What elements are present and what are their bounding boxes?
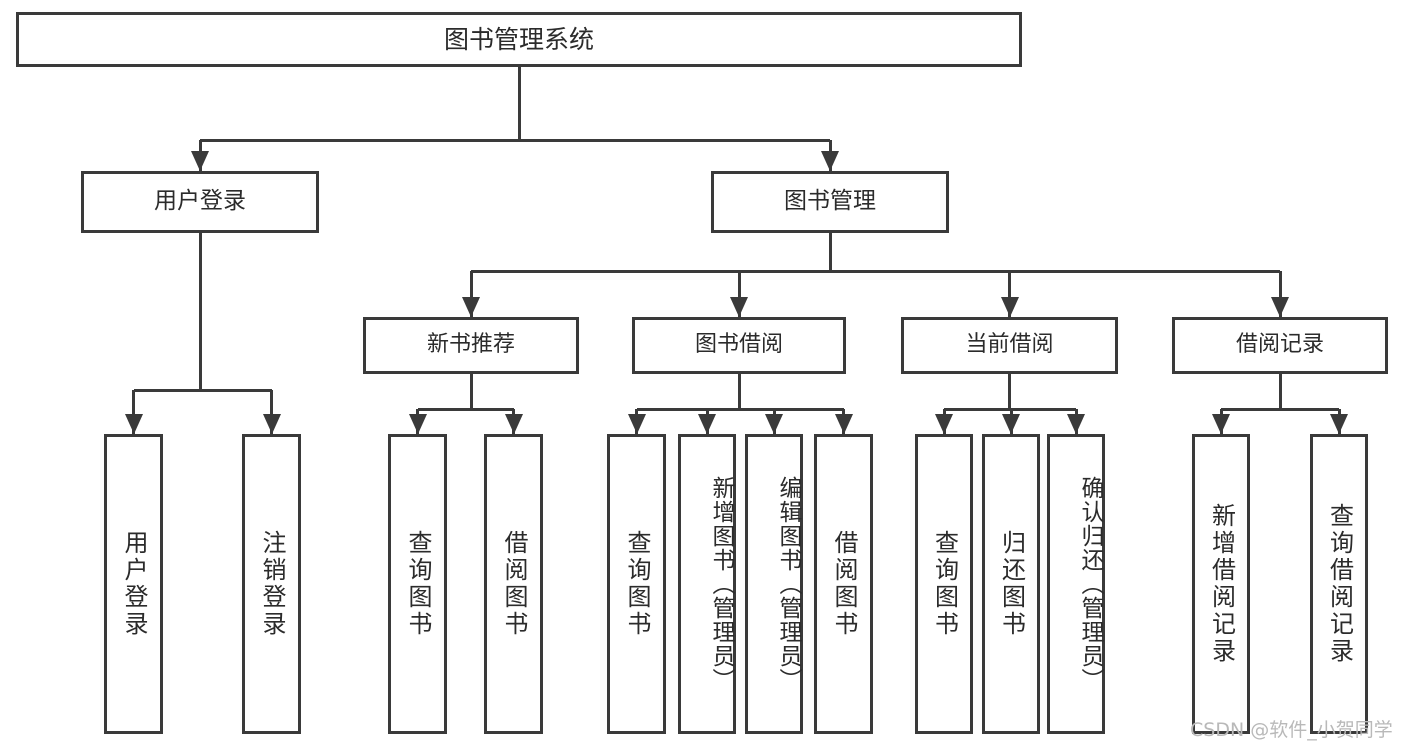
node-leaf-5[interactable]: 新增图书（管理员） — [678, 434, 736, 734]
node-label: 查询图书 — [622, 530, 651, 638]
node-leaf-8[interactable]: 查询图书 — [915, 434, 973, 734]
node-label: 新增图书（管理员） — [708, 476, 734, 692]
connector-图书管理-stem — [828, 233, 832, 271]
node-label: 借阅图书 — [499, 530, 528, 638]
connector-图书管理-to-level3-0 — [469, 271, 473, 317]
node-label: 借阅记录 — [1235, 332, 1324, 358]
connector-图书管理-to-level3-1 — [737, 271, 741, 317]
arrow-head-icon-用户登录-leaf-1 — [262, 414, 281, 434]
node-label: 新增借阅记录 — [1207, 503, 1236, 665]
arrow-head-icon-借阅记录-leaf-0 — [1212, 414, 1230, 434]
node-label: 查询借阅记录 — [1325, 503, 1354, 665]
connector-用户登录-to-leaf-1 — [270, 390, 273, 434]
arrow-head-icon-借阅记录-leaf-1 — [1330, 414, 1348, 434]
node-leaf-11[interactable]: 新增借阅记录 — [1192, 434, 1250, 734]
node-label: 查询图书 — [930, 530, 959, 638]
node-leaf-4[interactable]: 查询图书 — [607, 434, 666, 734]
node-label: 图书借阅 — [694, 332, 783, 358]
arrow-head-icon-level2-0 — [191, 151, 209, 171]
arrow-head-icon-当前借阅-leaf-2 — [1067, 414, 1085, 434]
node-root-图书管理系统[interactable]: 图书管理系统 — [16, 12, 1022, 67]
node-label: 注销登录 — [257, 530, 286, 638]
connector-新书推荐-bus — [417, 407, 514, 411]
node-level3-1[interactable]: 图书借阅 — [632, 317, 846, 374]
node-leaf-10[interactable]: 确认归还（管理员） — [1047, 434, 1105, 734]
connector-用户登录-to-leaf-0 — [132, 390, 135, 434]
node-label: 新书推荐 — [426, 332, 515, 358]
arrow-head-icon-当前借阅-leaf-1 — [1002, 414, 1020, 434]
arrow-head-icon-图书借阅-leaf-0 — [627, 414, 646, 434]
node-leaf-7[interactable]: 借阅图书 — [814, 434, 873, 734]
node-label: 查询图书 — [403, 530, 432, 638]
connector-借阅记录-bus — [1221, 407, 1339, 411]
csdn-watermark: CSDN @软件_小贺同学 — [1190, 719, 1393, 741]
arrow-head-icon-图书借阅-leaf-3 — [834, 414, 853, 434]
node-leaf-2[interactable]: 查询图书 — [388, 434, 447, 734]
node-level3-0[interactable]: 新书推荐 — [363, 317, 579, 374]
node-label: 图书管理系统 — [443, 24, 594, 54]
node-leaf-9[interactable]: 归还图书 — [982, 434, 1040, 734]
connector-root-stem — [517, 67, 521, 140]
node-level3-2[interactable]: 当前借阅 — [901, 317, 1118, 374]
connector-用户登录-bus — [133, 388, 272, 392]
arrow-head-icon-图书借阅-leaf-2 — [765, 414, 783, 434]
arrow-head-icon-level3-0 — [462, 297, 480, 317]
node-level2-0[interactable]: 用户登录 — [81, 171, 319, 233]
connector-借阅记录-stem — [1278, 374, 1282, 409]
node-label: 图书管理 — [784, 188, 876, 215]
node-leaf-6[interactable]: 编辑图书（管理员） — [745, 434, 803, 734]
arrow-head-icon-新书推荐-leaf-1 — [504, 414, 523, 434]
arrow-head-icon-用户登录-leaf-0 — [124, 414, 143, 434]
arrow-head-icon-图书借阅-leaf-1 — [698, 414, 716, 434]
node-leaf-12[interactable]: 查询借阅记录 — [1310, 434, 1368, 734]
node-level3-3[interactable]: 借阅记录 — [1172, 317, 1388, 374]
connector-新书推荐-stem — [469, 374, 473, 409]
node-level2-1[interactable]: 图书管理 — [711, 171, 949, 233]
node-leaf-3[interactable]: 借阅图书 — [484, 434, 543, 734]
connector-图书管理-to-level3-3 — [1278, 271, 1282, 317]
arrow-head-icon-当前借阅-leaf-0 — [935, 414, 953, 434]
node-label: 编辑图书（管理员） — [775, 476, 801, 692]
arrow-head-icon-level3-3 — [1271, 297, 1289, 317]
connector-图书借阅-stem — [737, 374, 741, 409]
node-label: 归还图书 — [997, 530, 1026, 638]
node-label: 当前借阅 — [965, 332, 1054, 358]
node-label: 用户登录 — [119, 530, 148, 638]
arrow-head-icon-level2-1 — [821, 151, 839, 171]
arrow-head-icon-level3-2 — [1000, 297, 1019, 317]
node-label: 确认归还（管理员） — [1077, 476, 1103, 692]
connector-图书管理-to-level3-2 — [1008, 271, 1011, 317]
arrow-head-icon-新书推荐-leaf-0 — [408, 414, 427, 434]
connector-root-bus — [200, 138, 830, 142]
connector-图书借阅-bus — [636, 407, 844, 411]
connector-用户登录-stem — [198, 233, 202, 390]
connector-当前借阅-stem — [1008, 374, 1011, 409]
node-label: 用户登录 — [154, 188, 246, 215]
connector-图书管理-bus — [471, 269, 1280, 273]
node-label: 借阅图书 — [829, 530, 858, 638]
arrow-head-icon-level3-1 — [730, 297, 748, 317]
node-leaf-0[interactable]: 用户登录 — [104, 434, 163, 734]
node-leaf-1[interactable]: 注销登录 — [242, 434, 301, 734]
